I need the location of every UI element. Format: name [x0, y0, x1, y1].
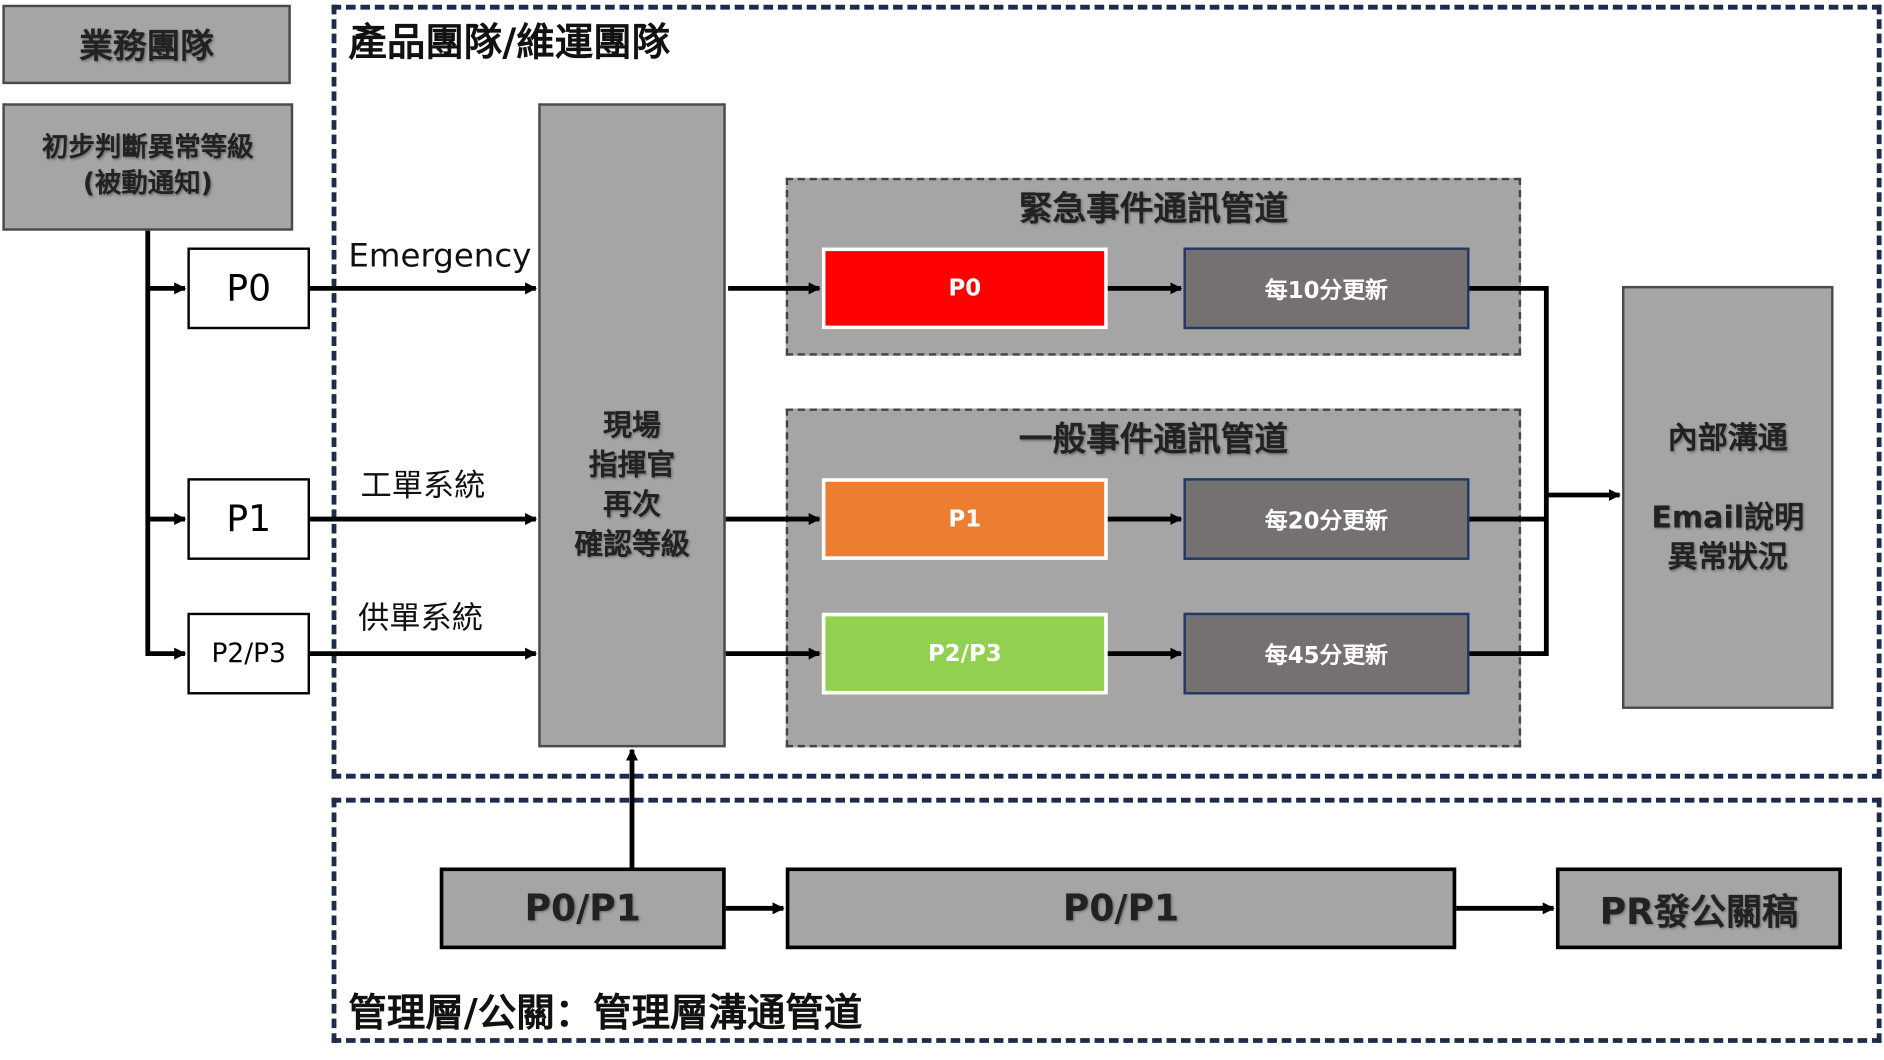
commander-line: 指揮官 — [588, 448, 676, 482]
update-every-45-box: 每45分更新 — [1183, 612, 1470, 695]
priority-box-p2p3: P2/P3 — [187, 612, 310, 695]
on-site-commander-box: 現場 指揮官 再次 確認等級 — [538, 103, 726, 748]
management-box-label: P0/P1 — [1062, 887, 1180, 930]
commander-line: 現場 — [603, 408, 661, 443]
initial-judgment-line-2: (被動通知) — [82, 169, 213, 200]
internal-comm-line: Email說明 — [1651, 499, 1805, 535]
internal-comm-line: 內部溝通 — [1667, 420, 1788, 456]
channel-label-emergency: Emergency — [348, 237, 532, 276]
commander-line: 確認等級 — [574, 527, 690, 562]
update-label: 每10分更新 — [1264, 276, 1388, 304]
product-team-title: 產品團隊/維運團隊 — [348, 19, 671, 65]
management-box-label: P0/P1 — [524, 887, 641, 930]
emergency-p0-box: P0 — [821, 247, 1108, 330]
channel-label-ticket-system: 工單系統 — [360, 468, 486, 505]
priority-label: P2/P3 — [928, 640, 1002, 667]
priority-label: P2/P3 — [211, 638, 286, 669]
product-team-container — [331, 4, 1882, 779]
priority-box-p1: P1 — [187, 478, 310, 560]
pr-release-box: PR發公關稿 — [1555, 867, 1842, 950]
management-title: 管理層/公關：管理層溝通管道 — [348, 990, 863, 1036]
priority-label: P0 — [948, 275, 982, 302]
update-every-10-box: 每10分更新 — [1183, 247, 1470, 330]
management-box-label: PR發公關稿 — [1599, 891, 1799, 934]
initial-judgment-line-1: 初步判斷異常等級 — [42, 133, 254, 164]
update-label: 每45分更新 — [1264, 642, 1388, 669]
business-team-title: 業務團隊 — [79, 26, 214, 67]
priority-label: P0 — [226, 267, 272, 310]
update-label: 每20分更新 — [1264, 507, 1388, 535]
priority-label: P1 — [226, 498, 272, 541]
commander-line: 再次 — [603, 487, 661, 522]
general-p1-box: P1 — [821, 478, 1108, 560]
internal-comm-line: 異常狀況 — [1667, 539, 1788, 575]
emergency-channel-title: 緊急事件通訊管道 — [1018, 188, 1289, 229]
priority-box-p0: P0 — [187, 247, 310, 330]
update-every-20-box: 每20分更新 — [1183, 478, 1470, 560]
internal-communication-box: 內部溝通 Email說明 異常狀況 — [1622, 285, 1834, 709]
management-p0p1-box-1: P0/P1 — [439, 867, 726, 950]
general-p2p3-box: P2/P3 — [821, 612, 1108, 695]
connector-update-merge — [1469, 285, 1549, 657]
management-container — [331, 797, 1882, 1043]
general-channel-title: 一般事件通訊管道 — [1018, 419, 1289, 459]
channel-label-supply-system: 供單系統 — [358, 600, 484, 637]
business-team-header: 業務團隊 — [2, 4, 291, 85]
initial-judgment-box: 初步判斷異常等級 (被動通知) — [2, 103, 294, 231]
priority-label: P1 — [948, 505, 982, 533]
management-p0p1-box-2: P0/P1 — [785, 867, 1457, 950]
